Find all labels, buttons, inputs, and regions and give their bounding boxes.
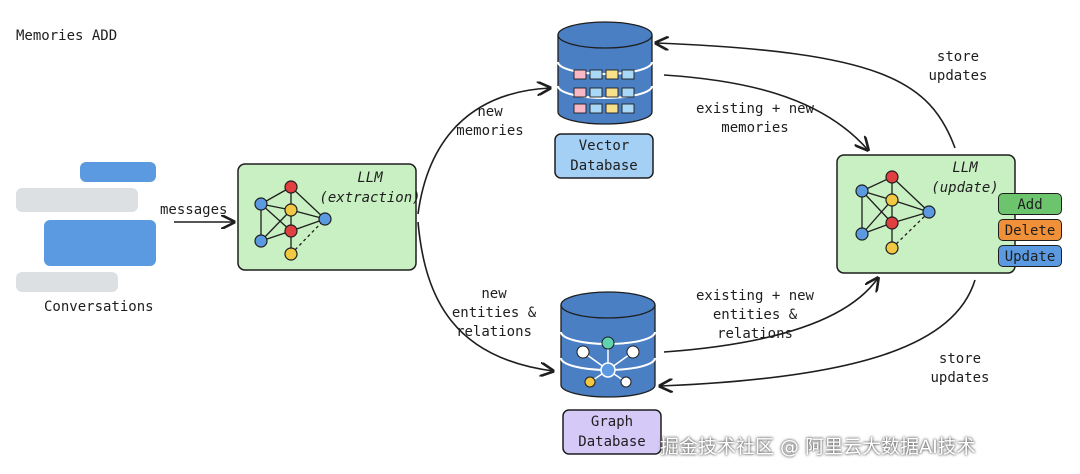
chat-bubble-gray (16, 188, 138, 212)
arrow-store-updates-bottom (660, 279, 976, 386)
vector-database-icon (557, 21, 653, 125)
edge-label-existing-entities: existing + new entities & relations (695, 288, 814, 342)
arrow-store-updates-top (656, 43, 956, 149)
edge-label-new-entities: new entities & relations (451, 286, 537, 340)
edge-label-messages: messages (160, 202, 228, 218)
neural-network-icon (855, 170, 936, 255)
watermark-text: 掘金技术社区 @ 阿里云大数据AI技术 (660, 436, 976, 458)
arrow-new-entities (417, 221, 553, 371)
add-button[interactable]: Add (998, 193, 1062, 215)
neural-network-icon (254, 180, 332, 261)
graph-database-box (562, 409, 662, 455)
edge-label-store-updates-top: store updates (928, 49, 988, 84)
arrow-existing-entities (663, 278, 878, 353)
llm-extraction-label: LLM (extraction) (319, 170, 421, 206)
edge-label-existing-memories: existing + new memories (695, 101, 814, 136)
arrow-new-memories (417, 88, 550, 215)
vector-database-box (554, 133, 654, 179)
vector-database-label: Vector Database (570, 138, 638, 174)
chat-bubble-gray (16, 272, 118, 292)
conversations-label: Conversations (44, 299, 154, 315)
delete-button[interactable]: Delete (998, 219, 1062, 241)
graph-database-label: Graph Database (578, 414, 646, 450)
update-button[interactable]: Update (998, 245, 1062, 267)
edge-label-store-updates-bottom: store updates (930, 351, 990, 386)
llm-update-label: LLM (update) (931, 160, 999, 196)
diagram-title: Memories ADD (16, 28, 118, 44)
conversation-bubbles (16, 162, 156, 292)
edge-label-new-memories: new memories (456, 104, 524, 139)
graph-database-icon (560, 291, 656, 398)
flow-arrows (174, 43, 976, 386)
arrow-existing-memories (663, 74, 868, 150)
chat-bubble-blue (44, 220, 156, 266)
chat-bubble-blue (80, 162, 156, 182)
